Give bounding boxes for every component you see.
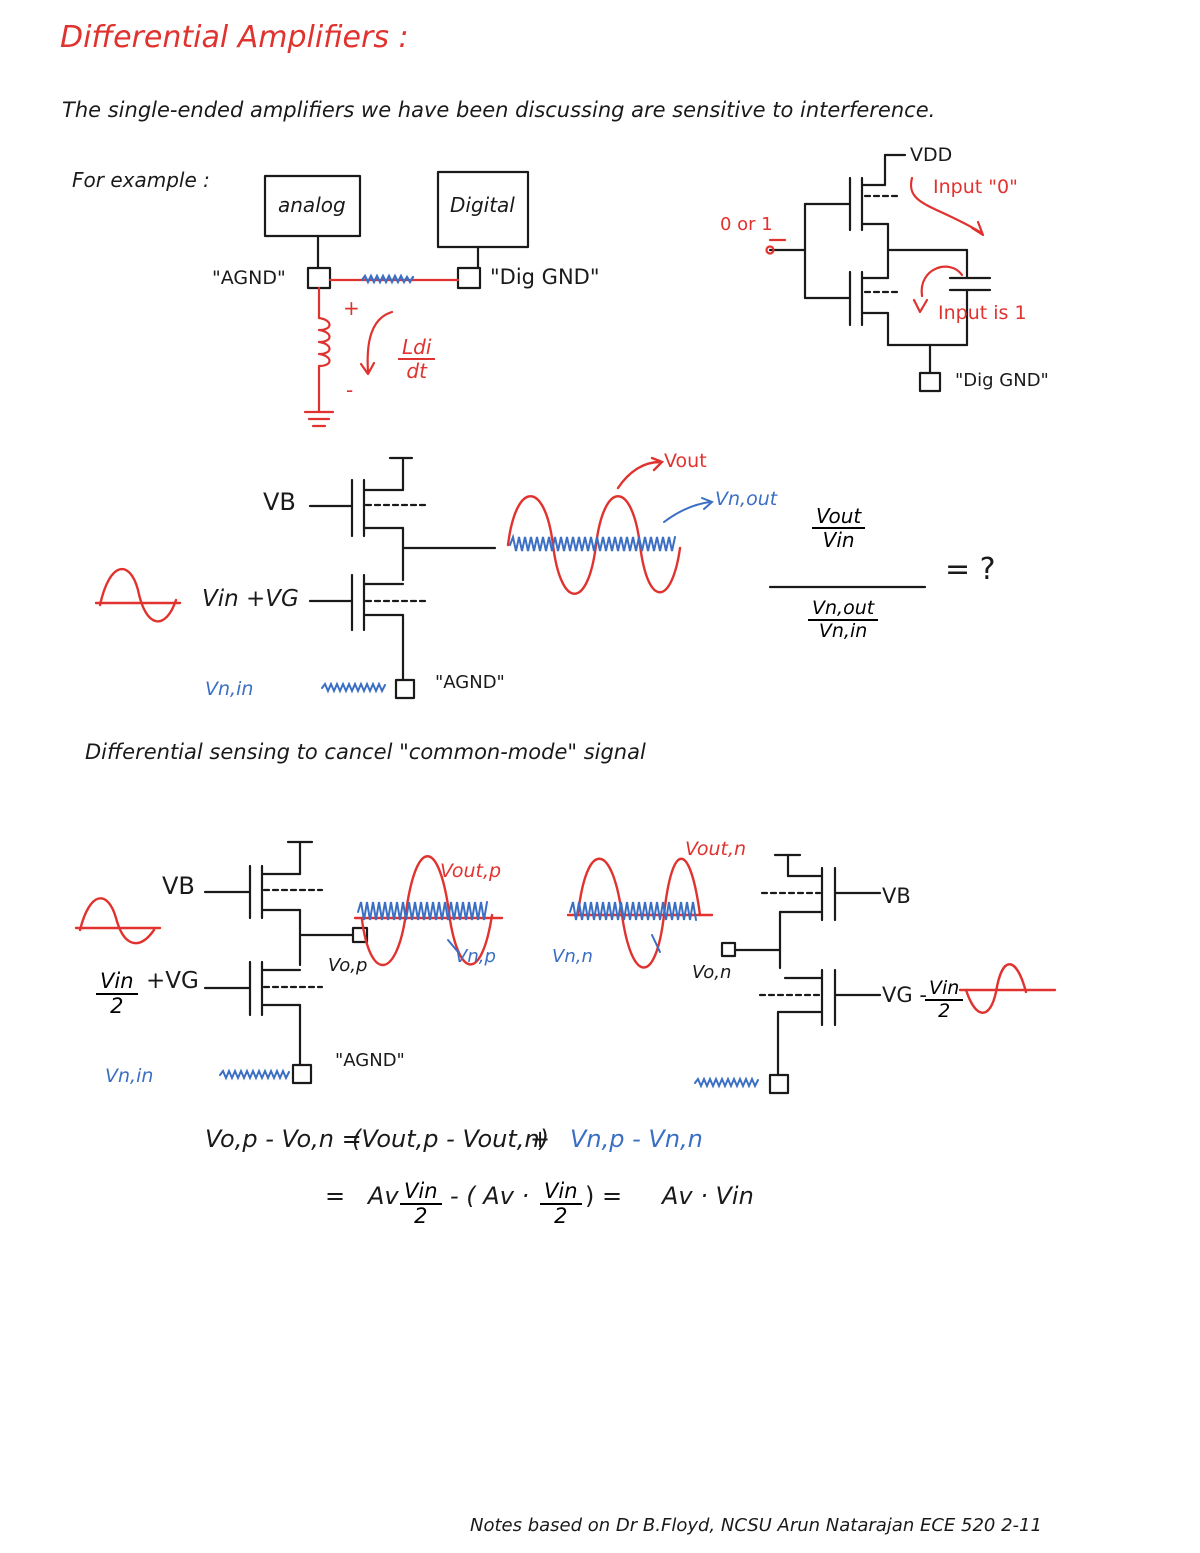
vdd-label: VDD xyxy=(910,144,953,166)
agnd-label-3: "AGND" xyxy=(435,672,505,693)
inductor-coil xyxy=(317,316,331,368)
footer-credit: Notes based on Dr B.Floyd, NCSU Arun Nat… xyxy=(470,1515,1042,1536)
vin-half-right-num: Vin xyxy=(925,978,964,1001)
digital-box xyxy=(436,170,530,249)
equals-question: = ? xyxy=(945,552,996,587)
input-sine-3 xyxy=(964,963,1028,1014)
diggnd-label-2: "Dig GND" xyxy=(955,370,1049,391)
vin-half-right-den: 2 xyxy=(938,999,951,1022)
noise-squiggle-4p xyxy=(357,901,488,921)
inductor-minus: - xyxy=(346,378,354,402)
von-pad xyxy=(720,941,737,958)
eq2-minus-open: - ( Av · xyxy=(450,1182,530,1210)
plus-vg-label: +VG xyxy=(146,968,199,994)
vin-half-left: Vin 2 xyxy=(96,969,138,1019)
eq2-vin2-den: 2 xyxy=(554,1204,568,1229)
vin-vg-label: Vin +VG xyxy=(202,586,299,612)
eq2-close-eq: ) = xyxy=(585,1182,623,1210)
vo-p-label: Vo,p xyxy=(328,955,368,976)
agnd-label-1: "AGND" xyxy=(212,267,286,289)
input1-arrow xyxy=(920,265,964,298)
agnd-label-4: "AGND" xyxy=(335,1050,405,1071)
for-example-text: For example : xyxy=(72,168,210,192)
inductor-plus: + xyxy=(343,296,360,320)
diggnd-label-1: "Dig GND" xyxy=(490,265,600,289)
vn-in-label-1: Vn,in xyxy=(205,678,254,700)
ldi-dt-fraction: Ldi dt xyxy=(398,336,436,383)
ratio-bottom-fraction: Vn,out Vn,in xyxy=(808,598,879,642)
ratio-bot-den: Vn,in xyxy=(818,619,868,642)
eq2-vin2: Vin 2 xyxy=(540,1179,582,1229)
zero-or-one-label: 0 or 1 xyxy=(720,214,773,235)
vin-half-right: Vin 2 xyxy=(925,978,964,1022)
ratio-top-den: Vin xyxy=(822,528,855,552)
noise-squiggle-3out xyxy=(509,533,676,552)
eq1-plus: + xyxy=(530,1125,551,1153)
vout-p-label: Vout,p xyxy=(440,860,502,882)
diff-sensing-text: Differential sensing to cancel "common-m… xyxy=(85,740,646,764)
eq2-av1: Av xyxy=(368,1182,399,1210)
ratio-top-num: Vout xyxy=(812,505,866,529)
vop-pad xyxy=(351,926,369,944)
ratio-top-fraction: Vout Vin xyxy=(812,505,866,552)
digital-label: Digital xyxy=(450,193,515,217)
noise-squiggle-4in-l xyxy=(219,1068,290,1081)
noise-squiggle-1 xyxy=(360,273,415,285)
vout-p-sine xyxy=(360,855,494,966)
noise-squiggle-3in xyxy=(321,681,386,694)
vout-sine xyxy=(506,495,682,595)
vb-label-right: VB xyxy=(882,884,911,908)
noise-squiggle-4n xyxy=(569,901,697,921)
vout-label-1: Vout xyxy=(664,450,707,472)
vout-n-sine xyxy=(576,857,702,969)
ldi-arrow xyxy=(366,310,394,374)
eq2-eq: = xyxy=(325,1182,346,1210)
vn-n-label: Vn,n xyxy=(552,946,593,967)
ldi-label: Ldi xyxy=(398,336,436,360)
analog-box xyxy=(263,174,362,238)
agnd-pad-1 xyxy=(306,266,332,290)
vin-half-left-den: 2 xyxy=(110,994,124,1019)
intro-text: The single-ended amplifiers we have been… xyxy=(62,98,936,122)
vb-label-1: VB xyxy=(263,488,296,516)
vout-n-label: Vout,n xyxy=(685,838,747,860)
input-0-label: Input "0" xyxy=(933,176,1018,198)
agnd-pad-3 xyxy=(394,678,416,700)
input-is-1-label: Input is 1 xyxy=(938,302,1027,324)
dt-label: dt xyxy=(406,359,427,383)
eq1-lhs: Vo,p - Vo,n = xyxy=(205,1125,362,1153)
eq1-mid: (Vout,p - Vout,n) xyxy=(352,1125,549,1153)
eq2-vin1-den: 2 xyxy=(414,1204,428,1229)
vin-half-left-num: Vin xyxy=(96,969,138,996)
eq2-vin1-num: Vin xyxy=(400,1179,442,1206)
analog-label: analog xyxy=(278,193,346,217)
vo-n-label: Vo,n xyxy=(692,962,732,983)
eq2-result: Av · Vin xyxy=(662,1182,754,1210)
vb-label-left: VB xyxy=(162,872,195,900)
eq2-vin1: Vin 2 xyxy=(400,1179,442,1229)
vg-minus-label: VG - xyxy=(882,983,927,1007)
eq1-noise: Vn,p - Vn,n xyxy=(570,1125,703,1153)
diggnd-pad-1 xyxy=(456,266,482,290)
agnd-pad-5 xyxy=(768,1073,790,1095)
ratio-bot-num: Vn,out xyxy=(808,598,879,621)
diggnd-pad-2 xyxy=(918,371,942,393)
noise-squiggle-4in-r xyxy=(694,1076,759,1089)
input-sine-2 xyxy=(78,897,156,945)
input-sine-1 xyxy=(98,568,178,623)
eq2-vin2-num: Vin xyxy=(540,1179,582,1206)
agnd-pad-4 xyxy=(291,1063,313,1085)
page-title: Differential Amplifiers : xyxy=(60,20,409,55)
vn-in-label-2: Vn,in xyxy=(105,1065,154,1087)
input0-arrow xyxy=(909,176,982,234)
vn-p-label: Vn,p xyxy=(455,946,496,967)
vn-out-label-1: Vn,out xyxy=(715,488,778,510)
